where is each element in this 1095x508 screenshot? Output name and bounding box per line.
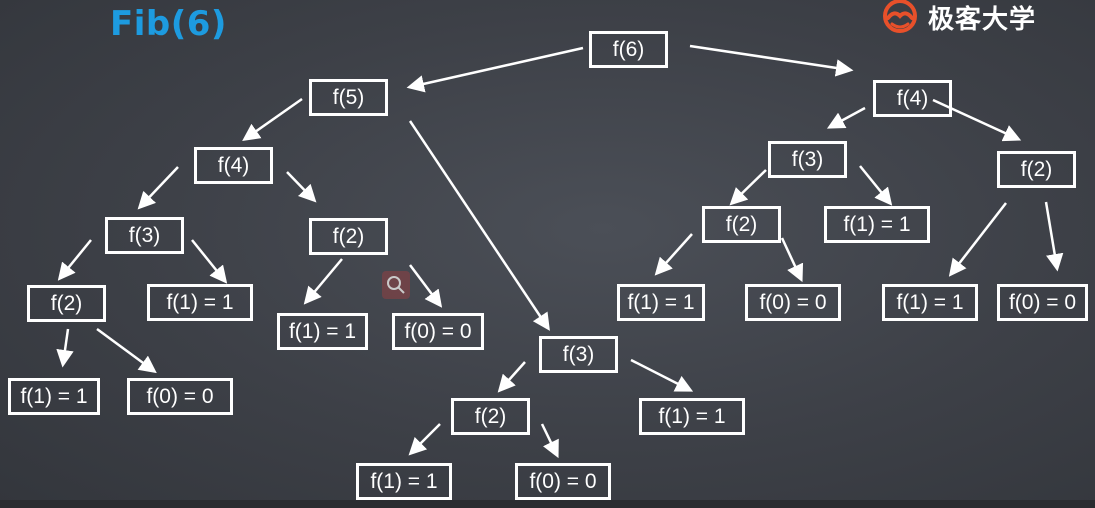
edge-arrow <box>408 423 441 456</box>
node-a2b: f(2) <box>309 218 388 255</box>
node-a4: f(4) <box>194 147 273 184</box>
node-a10: f(0) = 0 <box>127 378 233 415</box>
edge-arrow <box>96 327 157 374</box>
node-a3: f(3) <box>105 217 184 254</box>
node-r6: f(6) <box>589 31 668 68</box>
edge-arrow <box>137 166 179 210</box>
video-bottom-bar <box>0 500 1095 508</box>
node-a2b1: f(1) = 1 <box>277 313 368 350</box>
edge-arrow <box>689 44 854 77</box>
edge-arrow <box>932 98 1022 142</box>
edge-arrow <box>56 328 74 368</box>
node-d20: f(0) = 0 <box>997 284 1088 321</box>
edge-arrow <box>57 239 92 281</box>
node-c21: f(1) = 1 <box>617 284 705 321</box>
node-c20: f(0) = 0 <box>745 284 841 321</box>
edge-arrow <box>408 120 550 331</box>
node-b20: f(0) = 0 <box>515 463 611 500</box>
node-a3b1: f(1) = 1 <box>147 284 253 321</box>
node-b3: f(3) <box>539 336 618 373</box>
node-d2: f(2) <box>997 151 1076 188</box>
edge-arrow <box>780 237 804 283</box>
edge-arrow <box>242 97 303 142</box>
edge-arrow <box>826 106 866 129</box>
edge-arrow <box>859 165 893 206</box>
edge-arrow <box>540 423 559 459</box>
brand-name: 极客大学 <box>928 4 1037 35</box>
node-a5: f(5) <box>309 79 388 116</box>
node-b21: f(1) = 1 <box>356 463 452 500</box>
edge-arrow <box>286 171 317 203</box>
node-a2: f(2) <box>27 285 106 322</box>
geek-logo-icon <box>883 0 917 33</box>
edge-arrow <box>630 358 694 392</box>
node-d21: f(1) = 1 <box>882 284 978 321</box>
edge-arrow <box>948 202 1007 277</box>
node-a2b0: f(0) = 0 <box>392 313 484 350</box>
edge-arrow <box>654 233 693 276</box>
magnifier-icon[interactable] <box>382 271 410 299</box>
edge-arrow <box>406 46 584 93</box>
edge-arrow <box>729 169 767 206</box>
edge-arrow <box>303 258 343 305</box>
node-c4: f(4) <box>873 80 952 117</box>
node-b31: f(1) = 1 <box>639 398 745 435</box>
edge-arrow <box>409 264 443 308</box>
edge-arrow <box>1044 201 1064 272</box>
node-c2: f(2) <box>702 206 781 243</box>
node-c31: f(1) = 1 <box>824 206 930 243</box>
diagram-title: Fib(6) <box>110 4 227 44</box>
node-c3: f(3) <box>768 141 847 178</box>
brand-logo: 极客大学 <box>878 0 1037 35</box>
node-a11: f(1) = 1 <box>8 378 100 415</box>
node-b2: f(2) <box>451 398 530 435</box>
edge-arrow <box>191 239 228 284</box>
edge-arrow <box>497 361 526 393</box>
